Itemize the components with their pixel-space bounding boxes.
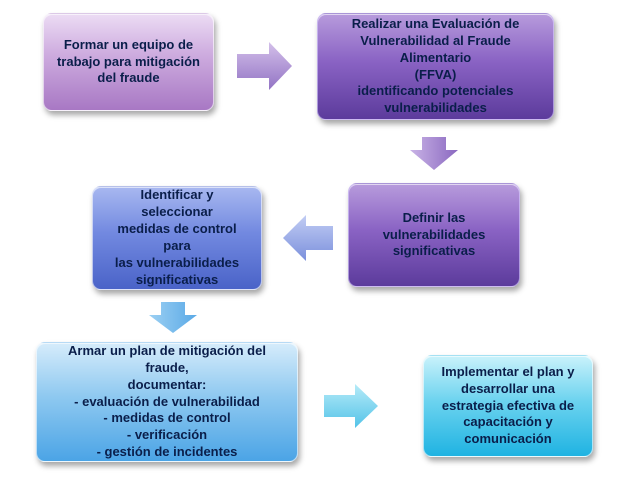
- step-implement-plan: Implementar el plan y desarrollar una es…: [423, 355, 593, 457]
- arrow-down-1: [410, 137, 458, 170]
- step-implement-plan-text: Implementar el plan y desarrollar una es…: [441, 363, 575, 447]
- step-form-team-text: Formar un equipo de trabajo para mitigac…: [56, 36, 201, 86]
- step-define-vulnerabilities-text: Definir las vulnerabilidades significati…: [382, 209, 486, 259]
- arrow-left-1: [283, 215, 333, 261]
- step-define-vulnerabilities: Definir las vulnerabilidades significati…: [348, 183, 520, 287]
- step-ffva-assessment-text: Realizar una Evaluación de Vulnerabilida…: [351, 15, 520, 116]
- step-mitigation-plan-text: Armar un plan de mitigación del fraude, …: [68, 342, 266, 460]
- step-ffva-assessment: Realizar una Evaluación de Vulnerabilida…: [317, 13, 554, 120]
- step-mitigation-plan: Armar un plan de mitigación del fraude, …: [36, 342, 298, 462]
- step-select-controls-text: Identificar y seleccionar medidas de con…: [114, 187, 240, 287]
- arrow-right-2: [324, 384, 378, 428]
- step-select-controls: Identificar y seleccionar medidas de con…: [92, 186, 262, 290]
- step-form-team: Formar un equipo de trabajo para mitigac…: [43, 13, 214, 111]
- arrow-down-2: [149, 302, 197, 333]
- arrow-right-1: [237, 42, 292, 90]
